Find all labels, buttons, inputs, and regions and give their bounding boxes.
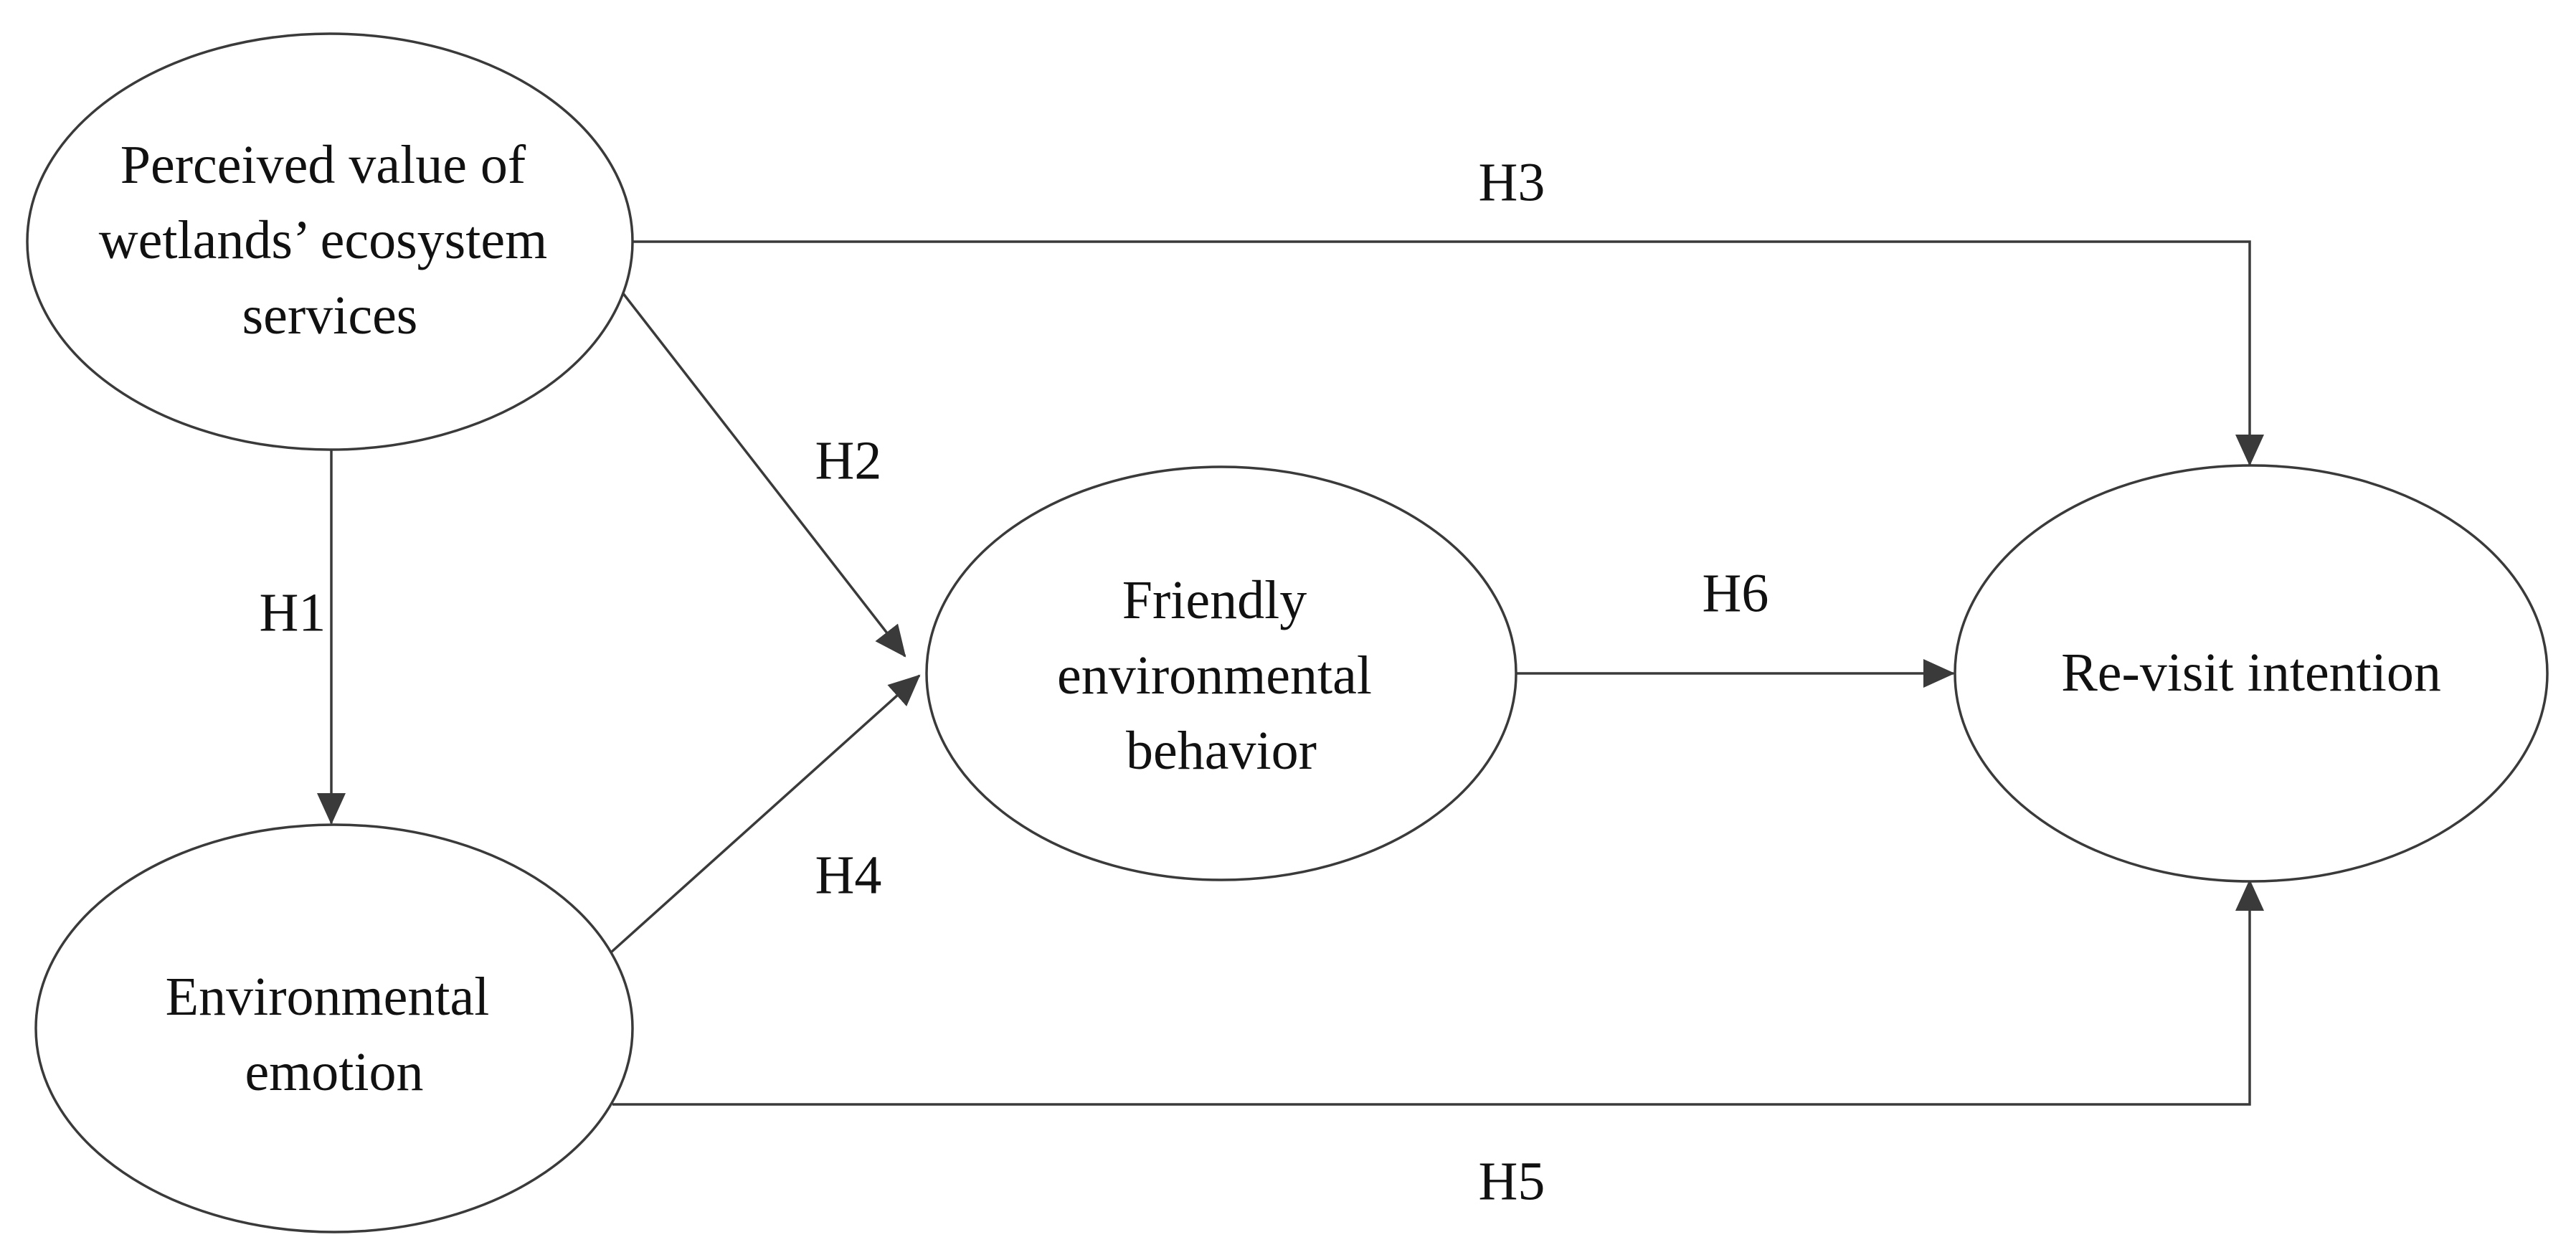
node-friendly-behavior-label: Friendly environmental behavior [1057,570,1386,781]
edge-h6-label: H6 [1703,563,1769,623]
edge-h5-label: H5 [1479,1151,1545,1211]
node-friendly-behavior-line-1: Friendly [1122,570,1307,630]
node-revisit-intention-line-1: Re-visit intention [2061,643,2441,703]
node-perceived-value-line-3: services [242,285,418,346]
edge-labels: H1 H2 H3 H4 H5 H6 [260,152,1769,1211]
node-friendly-behavior-ellipse [925,465,1517,881]
node-revisit-intention-label: Re-visit intention [2061,643,2441,703]
edge-h4-label: H4 [815,845,882,905]
node-environmental-emotion: Environmental emotion [34,823,634,1233]
node-perceived-value-label: Perceived value of wetlands’ ecosystem s… [99,135,561,346]
edges [317,240,2264,1106]
node-perceived-value: Perceived value of wetlands’ ecosystem s… [26,32,634,451]
node-perceived-value-line-1: Perceived value of [120,135,526,195]
edge-h5-arrow [612,879,2264,1106]
edge-h1-label: H1 [260,582,326,643]
node-friendly-behavior-line-3: behavior [1126,721,1317,781]
edge-h3-label: H3 [1479,152,1545,212]
node-friendly-behavior-line-2: environmental [1057,645,1372,706]
edge-h2-label: H2 [815,430,882,491]
node-perceived-value-line-2: wetlands’ ecosystem [99,210,547,270]
edge-h4-arrow [610,674,921,954]
edge-h2-arrow [621,291,906,658]
node-perceived-value-ellipse [26,32,634,451]
node-environmental-emotion-line-1: Environmental [166,967,490,1027]
node-friendly-behavior: Friendly environmental behavior [925,465,1517,881]
edge-h3-arrow [633,240,2264,466]
node-revisit-intention: Re-visit intention [1954,464,2549,883]
node-environmental-emotion-line-2: emotion [245,1042,423,1102]
node-environmental-emotion-ellipse [34,823,634,1233]
node-environmental-emotion-label: Environmental emotion [166,967,503,1102]
node-revisit-intention-ellipse [1954,464,2549,883]
